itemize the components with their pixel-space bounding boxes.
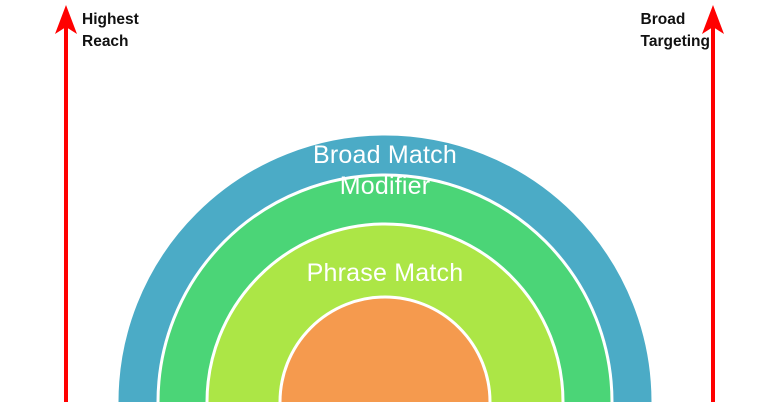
left-axis-arrow — [55, 5, 77, 402]
ring-exact-match-shape[interactable] — [278, 295, 492, 402]
axis-label-broad-targeting: Broad Targeting — [640, 11, 710, 50]
arrow-up-icon-left-head — [55, 5, 77, 34]
axis-label-highest-reach: Highest Reach — [82, 11, 139, 50]
arrow-up-icon-right-head — [702, 5, 724, 34]
right-axis-arrow — [702, 5, 724, 402]
